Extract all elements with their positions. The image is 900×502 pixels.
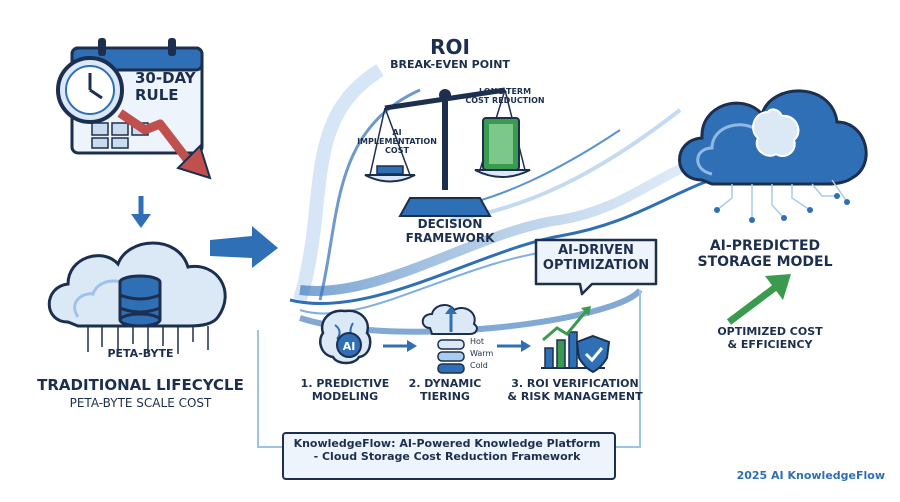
svg-text:AI: AI <box>343 340 356 353</box>
down-arrow-icon <box>131 196 151 228</box>
framework-box <box>282 432 616 480</box>
brain-ai-icon: AI <box>319 309 372 365</box>
traditional-title: TRADITIONAL LIFECYCLE <box>37 376 244 394</box>
right-arrow-icon <box>210 226 278 268</box>
tier-warm-label: Warm <box>470 349 494 358</box>
copyright-label: 2025 AI KnowledgeFlow <box>736 469 885 482</box>
step-3-label: 3. ROI VERIFICATION& RISK MANAGEMENT <box>507 377 643 403</box>
step-arrow-1-icon <box>383 340 417 352</box>
tiered-storage-icon <box>421 304 478 374</box>
balance-scale-icon <box>364 87 531 217</box>
ai-cloud-circuit-icon <box>678 89 868 223</box>
tier-cold-label: Cold <box>470 361 488 370</box>
tier-labels: Hot Warm Cold <box>470 336 493 372</box>
calendar-clock-icon <box>56 38 212 180</box>
predicted-benefit: OPTIMIZED COST& EFFICIENCY <box>717 325 823 351</box>
traditional-storage-cloud-icon <box>47 241 227 354</box>
roi-title: ROI <box>430 35 470 59</box>
ai-driven-bubble <box>534 238 658 296</box>
tier-hot-label: Hot <box>470 337 485 346</box>
growth-chart-shield-icon <box>541 306 611 374</box>
green-up-arrow-icon <box>726 274 791 325</box>
traditional-cloud-label: PETA-BYTE <box>107 347 174 360</box>
framework-box-text: KnowledgeFlow: AI-Powered Knowledge Plat… <box>293 437 601 463</box>
step-arrow-2-icon <box>497 340 531 352</box>
roi-subtitle: BREAK-EVEN POINT <box>390 58 510 71</box>
traditional-subtitle: PETA-BYTE SCALE COST <box>69 396 212 410</box>
